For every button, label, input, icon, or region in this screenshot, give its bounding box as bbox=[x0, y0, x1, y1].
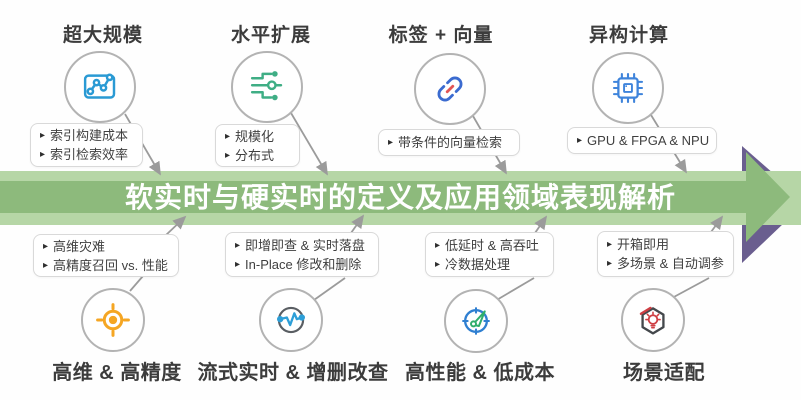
feature-item-label: 多场景 & 自动调参 bbox=[617, 256, 724, 271]
feature-item-label: 带条件的向量检索 bbox=[398, 135, 503, 150]
column-label-4: 场景适配 bbox=[623, 362, 705, 384]
connector-line bbox=[350, 214, 365, 234]
connector-line bbox=[671, 277, 710, 299]
link-icon bbox=[437, 76, 463, 102]
icon-circle bbox=[592, 52, 664, 124]
bullet-icon: ▸ bbox=[43, 259, 49, 271]
feature-box: ▸ 规模化 ▸ 分布式 bbox=[215, 124, 300, 167]
bullet-icon: ▸ bbox=[40, 130, 46, 141]
feature-item: ▸ 多场景 & 自动调参 bbox=[607, 254, 724, 273]
icon-circle bbox=[621, 288, 685, 352]
icon-circle bbox=[81, 288, 145, 352]
feature-item: ▸ 规模化 bbox=[225, 127, 290, 146]
crosshair-target-icon bbox=[96, 303, 130, 337]
bullet-icon: ▸ bbox=[388, 137, 394, 148]
column-header-3: 标签 + 向量 bbox=[388, 25, 494, 46]
feature-box: ▸ GPU & FPGA & NPU bbox=[567, 127, 717, 154]
connector-line bbox=[165, 215, 187, 236]
feature-item-label: 索引构建成本 bbox=[50, 128, 129, 143]
bullet-icon: ▸ bbox=[43, 240, 49, 252]
bullet-icon: ▸ bbox=[225, 149, 231, 161]
feature-item-label: 冷数据处理 bbox=[445, 256, 511, 272]
icon-circle bbox=[64, 51, 136, 123]
icon-circle bbox=[414, 53, 486, 125]
icon-circle bbox=[259, 288, 323, 352]
scatter-chart-icon bbox=[83, 73, 116, 99]
feature-item: ▸ 索引构建成本 bbox=[40, 126, 133, 145]
feature-item-label: 低延时 & 高吞吐 bbox=[445, 237, 539, 253]
banner-title: 软实时与硬实时的定义及应用领域表现解析 bbox=[124, 182, 676, 213]
bullet-icon: ▸ bbox=[435, 239, 441, 251]
bullet-icon: ▸ bbox=[235, 258, 241, 270]
feature-item-label: GPU & FPGA & NPU bbox=[587, 133, 710, 148]
hexagon-bulb-icon bbox=[639, 306, 665, 335]
feature-box: ▸ 开箱即用 ▸ 多场景 & 自动调参 bbox=[597, 231, 734, 277]
bullet-icon: ▸ bbox=[40, 149, 46, 160]
feature-item: ▸ 高维灾难 bbox=[43, 237, 169, 256]
bullet-icon: ▸ bbox=[577, 135, 583, 146]
feature-item-label: 开箱即用 bbox=[617, 237, 670, 252]
feature-item: ▸ In-Place 修改和删除 bbox=[235, 255, 369, 274]
feature-box: ▸ 高维灾难 ▸ 高精度召回 vs. 性能 bbox=[33, 234, 179, 277]
bullet-icon: ▸ bbox=[435, 258, 441, 270]
feature-item: ▸ 冷数据处理 bbox=[435, 255, 544, 274]
feature-item-label: 高维灾难 bbox=[53, 238, 106, 254]
chip-icon bbox=[612, 72, 644, 104]
column-header-2: 水平扩展 bbox=[230, 25, 311, 46]
feature-item: ▸ 开箱即用 bbox=[607, 235, 724, 254]
feature-box: ▸ 即增即查 & 实时落盘 ▸ In-Place 修改和删除 bbox=[225, 232, 379, 277]
connector-line bbox=[534, 215, 548, 234]
feature-item: ▸ 带条件的向量检索 bbox=[388, 133, 510, 152]
connector-line bbox=[494, 277, 535, 302]
feature-item: ▸ GPU & FPGA & NPU bbox=[577, 131, 710, 150]
pulse-wave-icon bbox=[277, 306, 305, 334]
banner-arrow-head bbox=[746, 152, 790, 242]
network-branch-icon bbox=[250, 71, 283, 101]
connector-line bbox=[290, 112, 328, 176]
bullet-icon: ▸ bbox=[225, 130, 231, 142]
column-header-4: 异构计算 bbox=[588, 25, 669, 46]
feature-item-label: 即增即查 & 实时落盘 bbox=[245, 237, 365, 253]
feature-item: ▸ 低延时 & 高吞吐 bbox=[435, 236, 544, 255]
connector-line bbox=[710, 215, 724, 233]
feature-item-label: 高精度召回 vs. 性能 bbox=[53, 257, 168, 273]
icon-circle bbox=[444, 289, 508, 353]
feature-item-label: 规模化 bbox=[235, 128, 275, 144]
bullet-icon: ▸ bbox=[607, 258, 613, 269]
bullet-icon: ▸ bbox=[235, 239, 241, 251]
feature-item: ▸ 索引检索效率 bbox=[40, 145, 133, 164]
icon-circle bbox=[231, 51, 303, 123]
column-header-1: 超大规模 bbox=[62, 25, 143, 46]
feature-box: ▸ 带条件的向量检索 bbox=[378, 129, 520, 156]
feature-item-label: 分布式 bbox=[235, 147, 275, 163]
column-label-1: 高维 & 高精度 bbox=[52, 362, 182, 384]
connector-line bbox=[313, 277, 346, 301]
feature-box: ▸ 低延时 & 高吞吐 ▸ 冷数据处理 bbox=[425, 232, 554, 277]
column-label-2: 流式实时 & 增删改查 bbox=[197, 362, 389, 384]
feature-box: ▸ 索引构建成本 ▸ 索引检索效率 bbox=[30, 123, 143, 167]
bullet-icon: ▸ bbox=[607, 239, 613, 250]
feature-item-label: 索引检索效率 bbox=[50, 147, 129, 162]
connector-line bbox=[129, 275, 144, 292]
banner-band-dark bbox=[0, 181, 746, 213]
gauge-icon bbox=[462, 307, 490, 335]
feature-item: ▸ 即增即查 & 实时落盘 bbox=[235, 236, 369, 255]
column-label-3: 高性能 & 低成本 bbox=[404, 362, 556, 384]
feature-item-label: In-Place 修改和删除 bbox=[245, 256, 362, 272]
feature-item: ▸ 分布式 bbox=[225, 146, 290, 165]
feature-item: ▸ 高精度召回 vs. 性能 bbox=[43, 256, 169, 275]
